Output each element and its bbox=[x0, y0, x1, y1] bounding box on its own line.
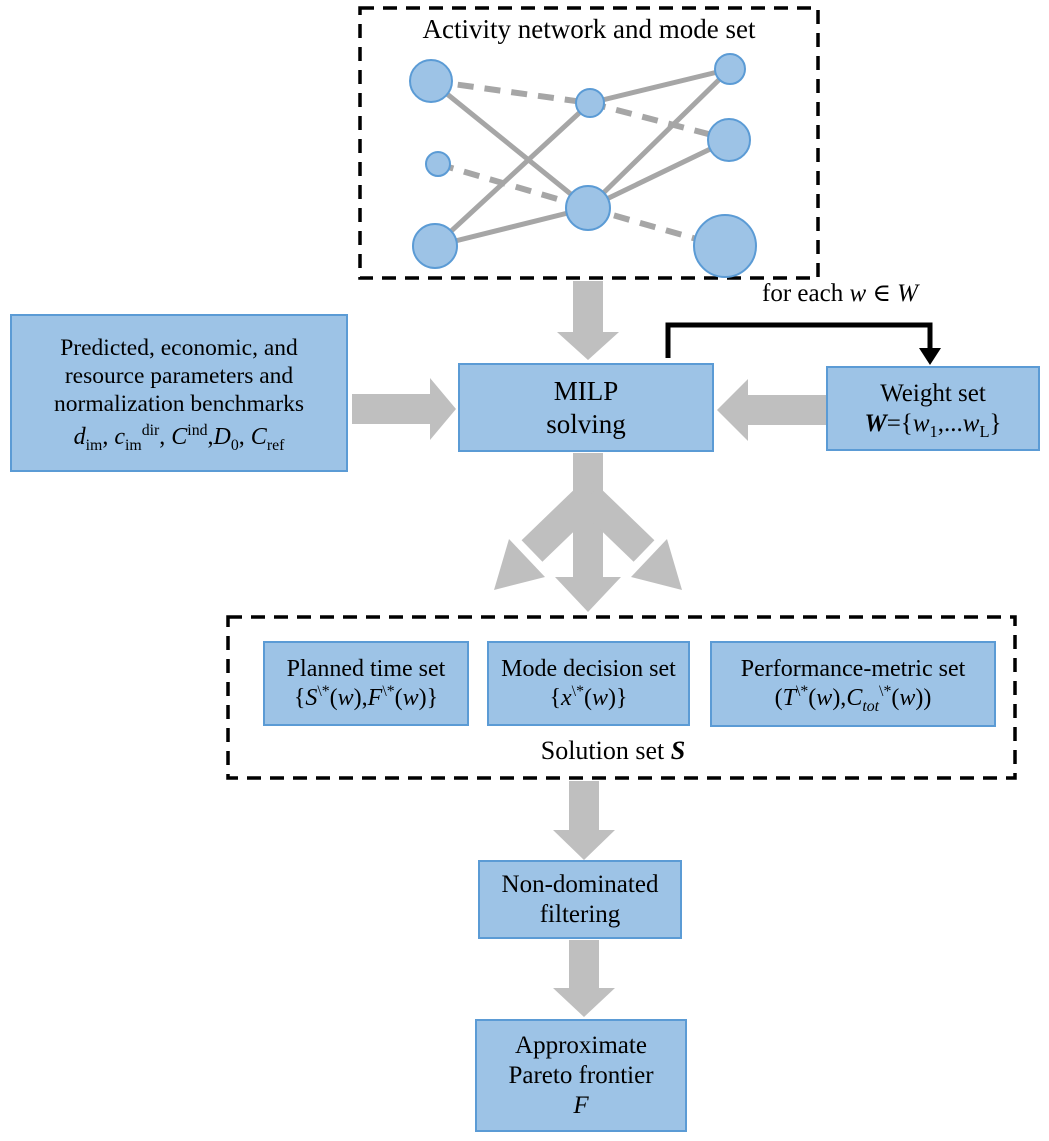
network-edges bbox=[429, 66, 732, 249]
performance-metric-set-box: Performance-metric set (T\*(w),Ctot\*(w)… bbox=[710, 641, 996, 727]
solution-set-caption: Solution set S bbox=[540, 736, 686, 765]
pareto-symbol: F bbox=[573, 1091, 589, 1119]
arrow-solutions-to-filter bbox=[553, 781, 615, 860]
planned-time-set-box: Planned time set {S\*(w),F\*(w)} bbox=[263, 641, 469, 726]
network-edge bbox=[433, 101, 592, 248]
loop-label: for each w ∈ W bbox=[762, 280, 918, 307]
parameters-line: normalization benchmarks bbox=[54, 391, 304, 418]
loop-connector bbox=[665, 322, 941, 365]
network-edge-dashed bbox=[437, 161, 589, 211]
parameters-formula: dim, cimdir, Cind,D0, Cref bbox=[73, 422, 285, 455]
weight-set-box: Weight set W={w1,...wL} bbox=[826, 366, 1040, 451]
arrow-weights-to-milp bbox=[717, 379, 826, 441]
network-node bbox=[425, 151, 451, 177]
planned-time-set-formula: {S\*(w),F\*(w)} bbox=[293, 682, 439, 711]
network-edge bbox=[586, 137, 731, 211]
network-nodes bbox=[409, 53, 757, 278]
network-node bbox=[409, 59, 453, 103]
network-node bbox=[707, 118, 751, 162]
mode-decision-set-formula: {x\*(w)} bbox=[549, 682, 628, 711]
activity-box-border bbox=[358, 6, 820, 280]
pareto-line: Pareto frontier bbox=[508, 1061, 654, 1089]
weight-set-formula: W={w1,...wL} bbox=[864, 409, 1002, 441]
network-node bbox=[565, 185, 611, 231]
weight-set-title: Weight set bbox=[880, 379, 986, 407]
pareto-frontier-box: Approximate Pareto frontier F bbox=[475, 1019, 687, 1132]
performance-metric-set-formula: (T\*(w),Ctot\*(w)) bbox=[774, 683, 932, 715]
network-node bbox=[412, 223, 458, 269]
network-edge bbox=[429, 79, 590, 210]
network-node bbox=[575, 88, 605, 118]
network-node bbox=[693, 214, 757, 278]
mode-decision-set-box: Mode decision set {x\*(w)} bbox=[487, 641, 690, 726]
milp-line: MILP bbox=[553, 376, 619, 407]
arrow-network-to-milp bbox=[557, 281, 619, 360]
milp-line: solving bbox=[546, 408, 626, 439]
solution-box-border bbox=[226, 615, 1017, 780]
network-edge bbox=[586, 67, 732, 210]
network-edge bbox=[589, 66, 731, 106]
network-node bbox=[714, 53, 746, 85]
parameters-line: resource parameters and bbox=[64, 363, 294, 389]
performance-metric-set-title: Performance-metric set bbox=[740, 656, 966, 683]
network-edge-dashed bbox=[589, 100, 713, 138]
pareto-line: Approximate bbox=[515, 1031, 647, 1059]
parameters-line: Predicted, economic, and bbox=[60, 334, 298, 361]
arrow-params-to-milp bbox=[352, 378, 456, 440]
network-edge bbox=[434, 205, 589, 249]
network-edge-dashed bbox=[587, 205, 701, 243]
parameters-box: Predicted, economic, and resource parame… bbox=[10, 314, 348, 472]
planned-time-set-title: Planned time set bbox=[286, 655, 446, 682]
activity-box-title: Activity network and mode set bbox=[422, 14, 756, 44]
filter-line: Non-dominated bbox=[501, 870, 659, 898]
arrow-milp-to-solutions bbox=[494, 453, 682, 612]
arrow-filter-to-pareto bbox=[553, 940, 615, 1017]
milp-solving-box: MILP solving bbox=[458, 363, 714, 452]
non-dominated-filtering-box: Non-dominated filtering bbox=[478, 860, 682, 939]
filter-line: filtering bbox=[539, 900, 621, 928]
mode-decision-set-title: Mode decision set bbox=[501, 655, 676, 682]
